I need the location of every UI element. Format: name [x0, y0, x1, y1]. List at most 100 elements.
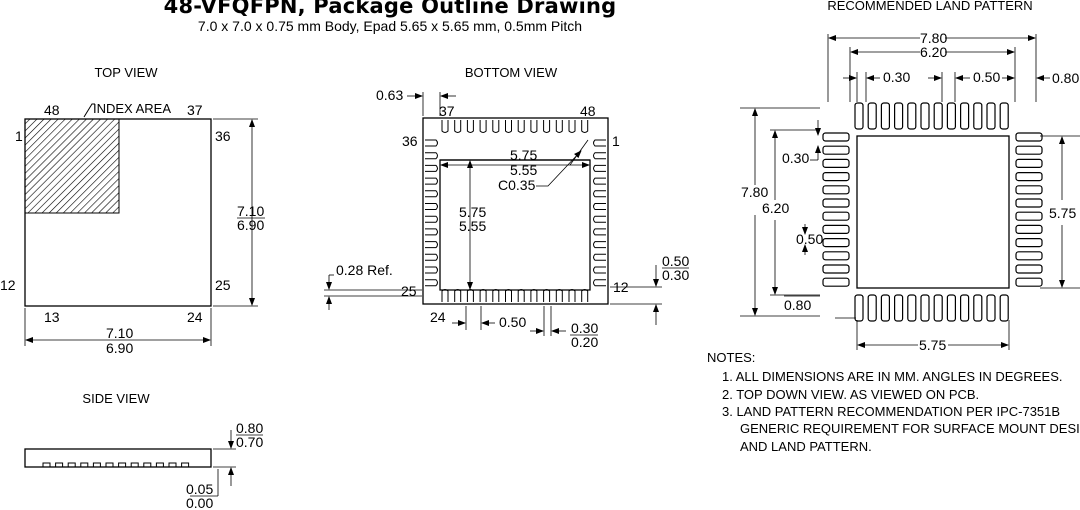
bottom-lead — [425, 190, 438, 198]
bottom-lead — [492, 289, 500, 302]
pin-label-48: 48 — [44, 102, 60, 118]
bottom-lead — [454, 289, 462, 302]
side-view: SIDE VIEW 0.80 0.70 0.05 0.00 — [24, 391, 263, 510]
land-030-left: 0.30 — [782, 150, 809, 166]
pin-label-36: 36 — [215, 128, 231, 144]
note-line: 1. ALL DIMENSIONS ARE IN MM. ANGLES IN D… — [722, 369, 1063, 384]
pitch-label: 0.50 — [499, 314, 526, 330]
land-pad — [959, 102, 970, 130]
bottom-lead — [568, 120, 576, 133]
dim-063: 0.63 — [376, 87, 403, 103]
bottom-lead — [581, 289, 589, 302]
notes-block: NOTES: 1. ALL DIMENSIONS ARE IN MM. ANGL… — [707, 350, 1080, 454]
bottom-pin-25: 25 — [401, 283, 417, 299]
bottom-lead — [593, 266, 606, 274]
land-pad — [822, 224, 850, 234]
land-575-right: 5.75 — [1049, 205, 1076, 221]
side-lead — [55, 462, 64, 468]
side-lead — [168, 462, 177, 468]
bottom-lead — [425, 215, 438, 223]
index-area-label: INDEX AREA — [93, 101, 171, 116]
bottom-lead — [441, 120, 449, 133]
bottom-body-outline — [422, 117, 609, 305]
bottom-lead — [425, 253, 438, 261]
pad-height-max: 5.75 — [459, 204, 486, 220]
side-lead — [118, 462, 127, 468]
bottom-lead — [466, 120, 474, 133]
land-pattern-heading: RECOMMENDED LAND PATTERN — [827, 0, 1032, 13]
dim-standoff-max: 0.05 — [186, 481, 213, 497]
bottom-lead — [593, 177, 606, 185]
dim-side-min: 6.90 — [237, 217, 264, 233]
bottom-lead — [425, 177, 438, 185]
bottom-lead — [466, 289, 474, 302]
bottom-lead — [441, 289, 449, 302]
land-pad — [893, 294, 904, 322]
lead-length-min: 0.30 — [662, 267, 689, 283]
land-780-top: 7.80 — [920, 30, 947, 46]
land-pad — [920, 102, 930, 130]
chamfer-label: C0.35 — [498, 177, 536, 193]
land-pad — [822, 198, 850, 208]
land-080-right: 0.80 — [1052, 70, 1079, 86]
land-pad — [867, 294, 877, 322]
bottom-lead — [555, 120, 563, 133]
bottom-lead — [425, 152, 438, 160]
land-pad — [1015, 224, 1043, 234]
land-pad — [822, 251, 850, 261]
land-pad — [1015, 158, 1043, 168]
bottom-lead — [593, 279, 606, 287]
land-pad — [822, 145, 850, 155]
side-lead — [105, 462, 114, 468]
index-area-leader — [83, 103, 95, 118]
bottom-view-heading: BOTTOM VIEW — [465, 65, 558, 80]
chamfer-edge — [569, 139, 589, 166]
land-pad — [933, 102, 943, 130]
land-pad — [933, 294, 943, 322]
land-pad — [893, 102, 904, 130]
land-pad — [1015, 277, 1043, 287]
land-pad — [822, 185, 850, 195]
pad-width-min: 5.55 — [510, 162, 537, 178]
land-pad — [1015, 172, 1043, 182]
side-lead — [92, 462, 101, 468]
bottom-pin-24: 24 — [430, 309, 446, 325]
chamfer-leader — [536, 150, 582, 187]
land-pad — [822, 158, 850, 168]
bottom-lead — [492, 120, 500, 133]
bottom-lead — [593, 203, 606, 210]
land-pad-rows — [822, 102, 1043, 322]
side-lead — [143, 462, 152, 468]
land-pad — [907, 294, 917, 322]
lead-width-max: 0.30 — [571, 320, 598, 336]
bottom-pin-1: 1 — [612, 133, 620, 149]
bottom-lead — [479, 120, 487, 133]
bottom-lead — [593, 152, 606, 160]
pin-label-24: 24 — [187, 309, 203, 325]
bottom-lead — [593, 190, 606, 198]
side-view-heading: SIDE VIEW — [82, 391, 150, 406]
bottom-lead — [593, 241, 606, 249]
land-575-bottom: 5.75 — [919, 337, 946, 353]
pin-label-12: 12 — [0, 277, 16, 293]
land-pad — [880, 294, 891, 322]
land-620-left: 6.20 — [762, 200, 789, 216]
bottom-lead — [425, 228, 438, 236]
dim-standoff-min: 0.00 — [186, 495, 213, 510]
dim-side-max: 7.10 — [237, 203, 264, 219]
land-pad — [822, 172, 850, 182]
title-block: 48-VFQFPN, Package Outline Drawing 7.0 x… — [150, 0, 630, 34]
land-pad — [986, 102, 996, 130]
bottom-lead — [543, 120, 551, 133]
pin-label-25: 25 — [215, 277, 231, 293]
land-pad — [1015, 198, 1043, 208]
dim-height-max: 0.80 — [236, 420, 263, 436]
bottom-lead — [543, 289, 551, 302]
bottom-lead — [593, 164, 606, 172]
lead-width-min: 0.20 — [571, 334, 598, 350]
bottom-lead — [425, 203, 438, 210]
dim-bottom-min: 6.90 — [106, 340, 133, 356]
side-lead — [181, 462, 190, 468]
side-lead — [155, 462, 164, 468]
